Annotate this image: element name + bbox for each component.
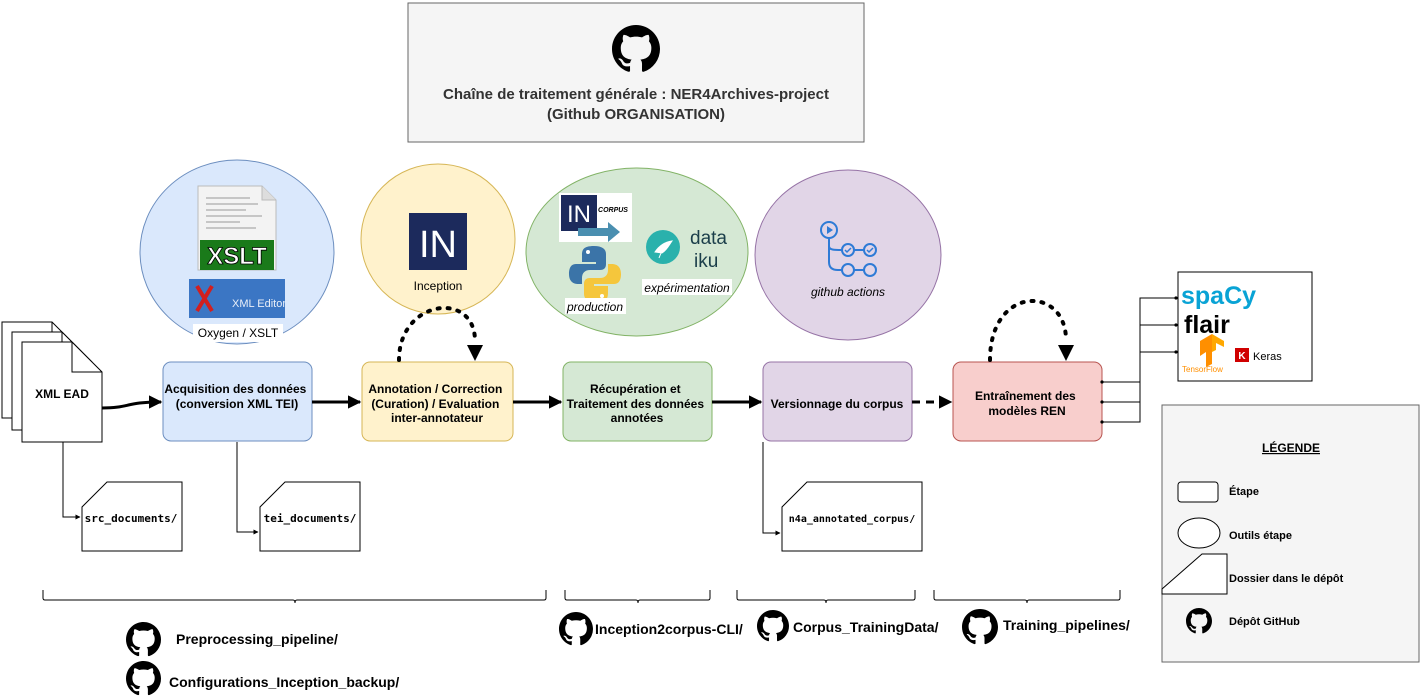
recuperation-line3: annotées [611, 411, 664, 425]
dataiku-line2: iku [694, 251, 718, 272]
github-icon [757, 610, 789, 642]
legend-repo-label: Dépôt GitHub [1229, 616, 1300, 628]
svg-text:Acquisition des données: Acquisition des données (conversion XML … [164, 382, 309, 411]
spacy-logo: spaCy [1181, 282, 1256, 310]
entrainement-line2: modèles REN [988, 404, 1065, 418]
loop-training [988, 298, 1068, 362]
acquisition-line2: (conversion XML TEI) [176, 397, 298, 411]
folder-tei-label: tei_documents/ [264, 512, 357, 525]
in2corpus-logo-text: IN [567, 201, 591, 228]
tools-circle-recuperation: IN CORPUS production data iku expériment… [525, 167, 749, 337]
legend-tools-label: Outils étape [1229, 530, 1292, 542]
libraries-box: spaCy flair TensorFlow K Keras [1177, 271, 1313, 382]
github-icon [559, 612, 593, 646]
experimentation-label: expérimentation [644, 281, 730, 295]
step-recuperation: Récupération et Traitement des données a… [562, 361, 713, 442]
github-icon [126, 622, 161, 657]
inception-logo-text: IN [419, 224, 457, 266]
library-connectors [1100, 296, 1178, 424]
tools-circle-versionnage: github actions [754, 169, 942, 341]
oxygen-label: Oxygen / XSLT [198, 326, 279, 340]
header-subtitle: (Github ORGANISATION) [547, 106, 725, 123]
in2corpus-badge: CORPUS [598, 207, 628, 214]
folder-src-documents: src_documents/ [81, 481, 183, 552]
xml-ead-documents: XML EAD [1, 321, 103, 443]
annotation-line3: inter-annotateur [391, 411, 483, 425]
folder-n4a-label: n4a_annotated_corpus/ [789, 514, 915, 525]
legend-folder-label: Dossier dans le dépôt [1229, 573, 1344, 585]
svg-text:Entraînement des modèles: Entraînement des modèles REN [975, 389, 1079, 418]
repo-preprocessing-label[interactable]: Preprocessing_pipeline/ [176, 631, 338, 647]
header-box: Chaîne de traitement générale : NER4Arch… [407, 2, 865, 143]
repo-corpus-label[interactable]: Corpus_TrainingData/ [793, 619, 939, 635]
repo-training[interactable]: Training_pipelines/ [962, 609, 1130, 645]
python-icon [569, 246, 621, 302]
keras-badge: K [1238, 351, 1246, 362]
keras-label: Keras [1253, 351, 1282, 363]
github-actions-label: github actions [811, 285, 885, 299]
xslt-file-icon: XSLT [197, 185, 277, 271]
folder-src-label: src_documents/ [85, 512, 178, 525]
versionnage-label: Versionnage du corpus [771, 397, 904, 411]
repo-inception2corpus[interactable]: Inception2corpus-CLI/ [559, 612, 743, 646]
loop-annotation-arrowhead [467, 345, 483, 361]
tensorflow-icon [1200, 334, 1224, 367]
tensorflow-label: TensorFlow [1182, 365, 1223, 374]
step-versionnage: Versionnage du corpus [762, 361, 913, 442]
step-entrainement: Entraînement des modèles REN [952, 361, 1103, 442]
repo-configurations-label[interactable]: Configurations_Inception_backup/ [169, 674, 399, 690]
acquisition-line1: Acquisition des données [164, 382, 306, 396]
folder-tei-documents: tei_documents/ [259, 481, 361, 552]
dataiku-line1: data [690, 228, 727, 249]
svg-text:Récupération et Traiteme: Récupération et Traitement des données a… [567, 382, 708, 425]
annotation-line2: (Curation) / Evaluation [371, 397, 499, 411]
legend-step-label: Étape [1229, 485, 1259, 498]
legend-title: LÉGENDE [1262, 440, 1320, 455]
repo-configurations[interactable]: Configurations_Inception_backup/ [126, 661, 399, 696]
repo-corpus[interactable]: Corpus_TrainingData/ [757, 610, 939, 642]
loop-annotation [397, 305, 477, 362]
entrainement-line1: Entraînement des [975, 389, 1076, 403]
flow-arrows [101, 395, 953, 410]
repo-inception2corpus-label[interactable]: Inception2corpus-CLI/ [595, 621, 743, 637]
legend-step-shape [1177, 481, 1219, 503]
annotation-line1: Annotation / Correction [368, 382, 502, 396]
folder-n4a-annotated-corpus: n4a_annotated_corpus/ [781, 481, 923, 552]
svg-text:Annotation / Correction: Annotation / Correction (Curation) / Eva… [368, 382, 505, 425]
recuperation-line1: Récupération et [590, 382, 681, 396]
production-label: production [566, 300, 623, 314]
github-icon [962, 609, 998, 645]
loop-training-arrowhead [1058, 345, 1074, 361]
github-icon [126, 661, 161, 696]
inception-logo-icon: IN [409, 213, 467, 270]
step-acquisition: Acquisition des données (conversion XML … [162, 361, 313, 442]
flair-logo: flair [1184, 311, 1230, 339]
xml-editor-icon: XML Editor [189, 279, 286, 318]
inception2corpus-logo-icon: IN CORPUS [559, 193, 632, 242]
dataiku-bird-icon [646, 230, 680, 264]
tools-circle-oxygen: XSLT XML Editor Oxygen / XSLT [139, 159, 335, 345]
xml-editor-text: XML Editor [232, 298, 286, 310]
folder-connectors [62, 442, 781, 536]
legend-tools-shape [1177, 517, 1221, 549]
xslt-logo-text: XSLT [207, 243, 267, 270]
github-actions-icon [820, 221, 877, 277]
brace-group [42, 590, 1121, 604]
inception-label: Inception [414, 279, 463, 293]
step-annotation: Annotation / Correction (Curation) / Eva… [361, 361, 514, 442]
xml-ead-label: XML EAD [35, 387, 89, 401]
legend: LÉGENDE Étape Outils étape Dossier dans … [1161, 404, 1420, 663]
legend-folder-shape [1161, 553, 1228, 595]
repo-preprocessing[interactable]: Preprocessing_pipeline/ [126, 622, 338, 657]
header-title: Chaîne de traitement générale : NER4Arch… [443, 86, 829, 103]
recuperation-line2: Traitement des données [567, 397, 705, 411]
keras-icon: K [1235, 348, 1249, 362]
tools-circle-inception: IN Inception [360, 163, 516, 315]
repo-training-label[interactable]: Training_pipelines/ [1003, 617, 1130, 633]
